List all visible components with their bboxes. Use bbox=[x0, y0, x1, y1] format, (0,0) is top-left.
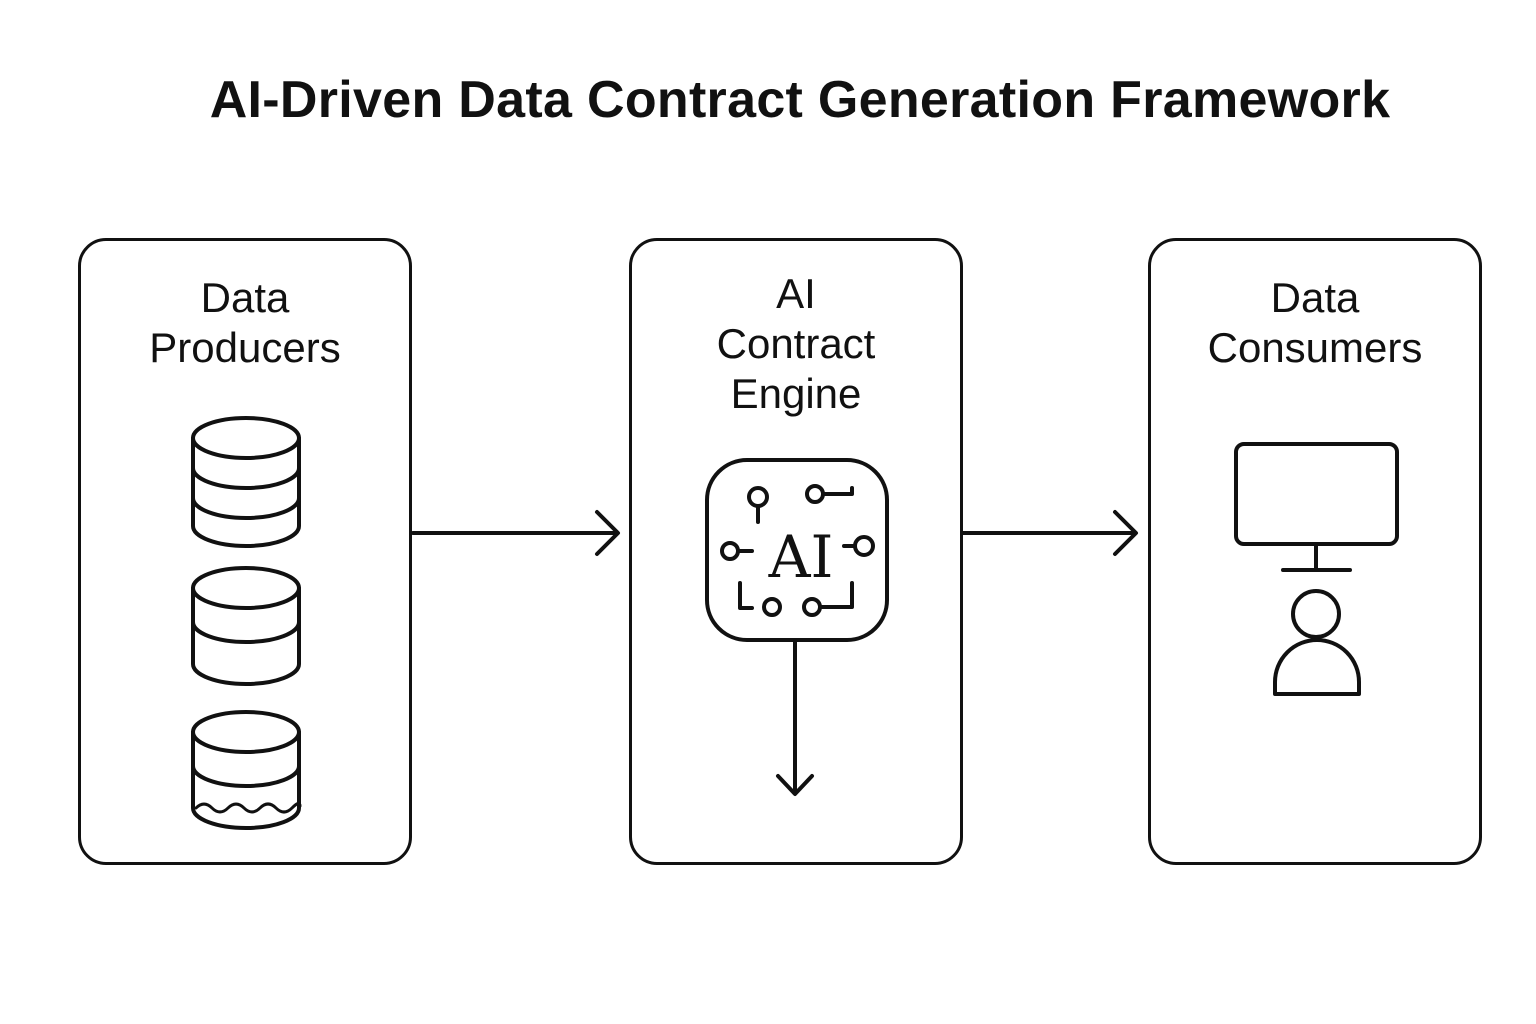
flow-arrow-to-engine bbox=[411, 510, 620, 556]
ai-contract-engine-title: AI Contract Engine bbox=[716, 270, 876, 417]
data-producers-title: Data Producers bbox=[149, 274, 341, 371]
data-consumers-title: Data Consumers bbox=[1207, 274, 1423, 371]
data-producers-panel: Data Producers bbox=[78, 238, 412, 865]
data-consumers-panel: Data Consumers bbox=[1148, 238, 1482, 865]
flow-arrow-to-consumers bbox=[961, 510, 1138, 556]
ai-contract-engine-panel: AI Contract Engine bbox=[629, 238, 963, 865]
diagram-title: AI-Driven Data Contract Generation Frame… bbox=[209, 71, 1391, 129]
